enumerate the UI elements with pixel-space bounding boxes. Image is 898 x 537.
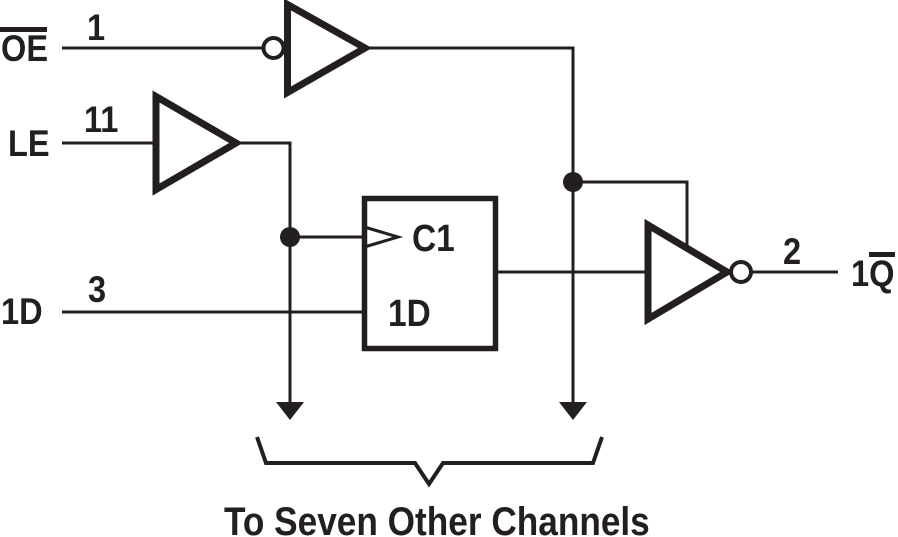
down-arrow-icon-left bbox=[276, 402, 304, 420]
latch-data-label: 1D bbox=[388, 293, 431, 335]
le-buffer-gate-icon bbox=[152, 90, 243, 196]
q-pin-number: 2 bbox=[783, 231, 802, 272]
junction-dot-le bbox=[280, 227, 300, 247]
le-label: LE bbox=[8, 123, 50, 164]
junction-dot-oe bbox=[563, 172, 583, 192]
le-output-wire bbox=[235, 141, 292, 403]
oe-pin-number: 1 bbox=[87, 7, 106, 48]
d-latch-box bbox=[361, 195, 499, 352]
d-input-label: 1D bbox=[1, 291, 43, 332]
q-output-label: 1Q bbox=[851, 253, 895, 294]
oe-input-bubble-icon bbox=[261, 36, 286, 60]
oe-buffer-gate-icon bbox=[284, 0, 373, 99]
oe-output-wire bbox=[365, 46, 575, 403]
oe-overline-bar bbox=[0, 27, 47, 32]
output-buffer-gate-icon bbox=[644, 218, 734, 326]
output-bubble-icon bbox=[729, 260, 753, 284]
curly-brace-icon bbox=[255, 436, 604, 488]
caption-to-seven-other-channels: To Seven Other Channels bbox=[224, 500, 650, 537]
output-enable-branch-wire bbox=[573, 180, 689, 252]
oe-label: OE bbox=[1, 28, 49, 69]
d-pin-number: 3 bbox=[88, 269, 107, 310]
le-pin-number: 11 bbox=[84, 99, 119, 140]
latch-clock-label: C1 bbox=[412, 218, 455, 260]
down-arrow-icon-right bbox=[559, 402, 587, 420]
q-overline-bar bbox=[869, 252, 895, 257]
clock-chevron-icon bbox=[365, 226, 404, 248]
